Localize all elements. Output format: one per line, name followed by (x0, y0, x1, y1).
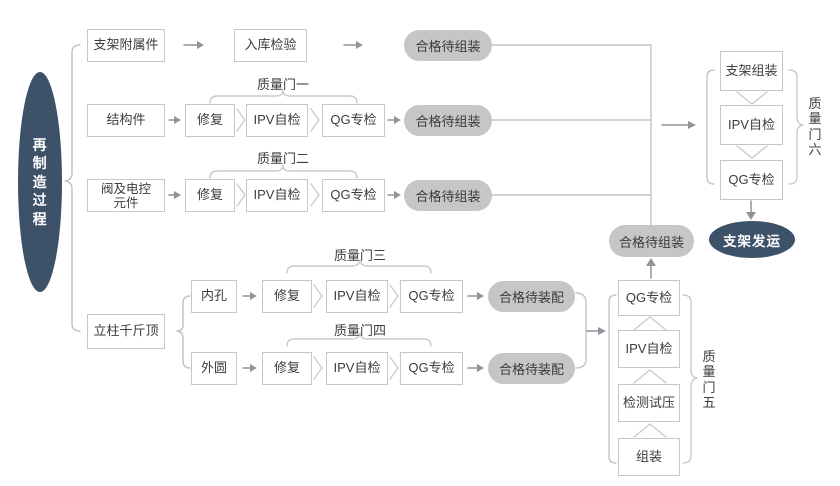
gate5-label: 质量门五 (702, 349, 716, 410)
pill-qualified-assembly-2: 合格待组装 (404, 105, 492, 136)
node-warehouse-inspection: 入库检验 (234, 29, 307, 62)
pill-qualified-assembly-3: 合格待组装 (404, 180, 492, 211)
pills-join-bracket (575, 292, 587, 369)
node-assemble-col5: 组装 (618, 438, 680, 476)
process-brace (64, 44, 81, 332)
node-qg-check-col5: QG专检 (618, 280, 680, 316)
col6-right-brace (788, 69, 804, 185)
node-qg-check-col6: QG专检 (720, 160, 783, 200)
node-inner-bore: 内孔 (191, 280, 237, 313)
node-qg-check-r4a: QG专检 (400, 280, 463, 313)
pill-qualified-fitting-b: 合格待装配 (488, 353, 575, 384)
pill-qualified-assembly-1: 合格待组装 (404, 30, 492, 61)
pill-qualified-assembly-4: 合格待组装 (609, 225, 694, 257)
node-ipv-check-r4a: IPV自检 (326, 280, 388, 313)
split-brace (176, 295, 191, 369)
node-qg-check-r4b: QG专检 (400, 352, 463, 385)
process-label: 再制造过程 (32, 136, 48, 227)
node-ipv-check-r2: IPV自检 (246, 104, 308, 137)
node-bracket-accessories: 支架附属件 (87, 29, 165, 62)
junction-lines (491, 44, 652, 227)
gate3-label: 质量门三 (333, 248, 386, 263)
node-repair-r4a: 修复 (262, 280, 312, 313)
node-repair-r3: 修复 (185, 179, 235, 212)
node-bracket-assembly: 支架组装 (720, 51, 783, 91)
shipping-oval: 支架发运 (709, 221, 795, 258)
node-repair-r4b: 修复 (262, 352, 312, 385)
node-outer-circle: 外圆 (191, 352, 237, 385)
node-qg-check-r3: QG专检 (322, 179, 385, 212)
node-repair-r2: 修复 (185, 104, 235, 137)
col6-left-bracket (706, 69, 715, 185)
gate2-label: 质量门二 (256, 151, 309, 166)
node-qg-check-r2: QG专检 (322, 104, 385, 137)
node-structural-parts: 结构件 (87, 104, 165, 137)
node-valve-electric-parts: 阀及电控元件 (87, 179, 165, 212)
gate6-label: 质量门六 (808, 96, 822, 157)
col5-right-brace (682, 294, 698, 464)
gate1-label: 质量门一 (256, 77, 309, 92)
node-test-pressure-col5: 检测试压 (618, 384, 680, 422)
process-oval: 再制造过程 (18, 72, 62, 292)
node-ipv-check-r3: IPV自检 (246, 179, 308, 212)
col5-left-bracket (608, 294, 617, 464)
node-ipv-check-col6: IPV自检 (720, 105, 783, 145)
pill-qualified-fitting-a: 合格待装配 (488, 281, 575, 312)
gate4-label: 质量门四 (333, 323, 386, 338)
node-ipv-check-r4b: IPV自检 (326, 352, 388, 385)
shipping-label: 支架发运 (723, 233, 781, 249)
node-ipv-check-col5: IPV自检 (618, 330, 680, 368)
node-prop-jack: 立柱千斤顶 (87, 314, 165, 349)
